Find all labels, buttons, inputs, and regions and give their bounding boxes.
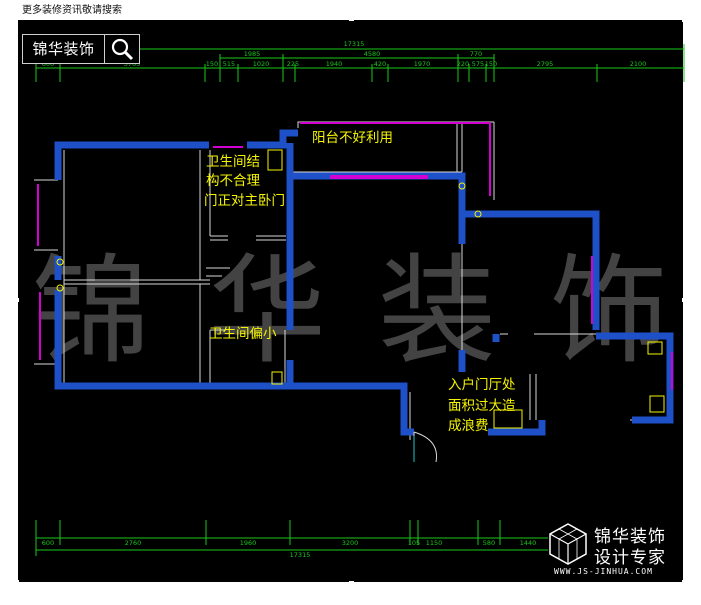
dim-label: 1940 bbox=[326, 60, 343, 68]
doors bbox=[56, 149, 665, 463]
dim-label: 105 bbox=[408, 539, 420, 547]
logo-slogan: 设计专家 bbox=[594, 548, 666, 568]
main-walls bbox=[54, 129, 674, 436]
watermark-char: 装 bbox=[378, 242, 496, 380]
dim-label: 420 bbox=[374, 60, 386, 68]
search-brand: 锦华装饰 bbox=[23, 35, 105, 63]
dim-label: 2795 bbox=[537, 60, 554, 68]
search-box[interactable]: 锦华装饰 bbox=[22, 34, 140, 64]
annotation-entrance: 面积过大造 bbox=[448, 398, 516, 414]
cube-logo-icon bbox=[549, 523, 587, 565]
annotation-bathroom-top: 卫生间结 bbox=[206, 154, 260, 170]
watermark-char: 锦 bbox=[32, 242, 150, 380]
dim-label: 770 bbox=[470, 50, 482, 58]
dim-label: 150 bbox=[206, 60, 218, 68]
dim-label: 220 bbox=[457, 60, 469, 68]
windows bbox=[37, 122, 673, 390]
dim-label: 600 bbox=[42, 539, 54, 547]
dim-label: 1960 bbox=[240, 539, 257, 547]
dim-label: 1985 bbox=[244, 50, 261, 58]
logo-url: WWW.JS-JINHUA.COM bbox=[554, 567, 653, 576]
annotation-bathroom-top: 门正对主卧门 bbox=[204, 193, 285, 209]
watermark: 锦 华 装 饰 bbox=[32, 242, 668, 380]
dim-label: 1970 bbox=[414, 60, 431, 68]
dim-label: 580 bbox=[483, 539, 495, 547]
annotations: 卫生间结 构不合理 门正对主卧门 阳台不好利用 卫生间偏小 入户门厅处 面积过大… bbox=[204, 130, 516, 434]
bottom-dimensions bbox=[35, 520, 548, 556]
dim-label: 1150 bbox=[426, 539, 443, 547]
dim-label: 600 bbox=[42, 60, 54, 68]
drawing-area bbox=[18, 20, 683, 582]
dim-label: 3200 bbox=[342, 539, 359, 547]
annotation-bathroom-top: 构不合理 bbox=[206, 173, 260, 189]
corner-marks bbox=[15, 16, 686, 586]
company-logo: 锦华装饰 设计专家 WWW.JS-JINHUA.COM bbox=[544, 520, 684, 578]
annotation-entrance: 成浪费 bbox=[448, 418, 489, 434]
dim-label: 1440 bbox=[520, 539, 537, 547]
dim-label: 3765 bbox=[124, 60, 141, 68]
banner-text: 更多装修资讯敬请搜索 bbox=[22, 5, 122, 16]
magnifier-icon[interactable] bbox=[105, 37, 139, 61]
dim-label: 225 bbox=[287, 60, 299, 68]
dim-label: 1020 bbox=[253, 60, 270, 68]
watermark-char: 华 bbox=[208, 242, 326, 380]
dim-label: 515 bbox=[223, 60, 235, 68]
dim-label: 575 bbox=[472, 60, 484, 68]
annotation-entrance: 入户门厅处 bbox=[448, 376, 516, 393]
dim-label: 17315 bbox=[344, 40, 365, 48]
annotation-bathroom-small: 卫生间偏小 bbox=[209, 326, 277, 342]
top-dimension-labels: 17315 1985 4580 770 600 3765 150 515 102… bbox=[42, 40, 646, 68]
annotation-balcony: 阳台不好利用 bbox=[312, 130, 393, 146]
dim-label: 2760 bbox=[125, 539, 142, 547]
dim-label: 150 bbox=[485, 60, 497, 68]
dim-label: 2100 bbox=[630, 60, 647, 68]
top-dimensions bbox=[35, 44, 685, 82]
dim-label: 17315 bbox=[290, 551, 311, 559]
watermark-char: 饰 bbox=[550, 242, 668, 380]
logo-name: 锦华装饰 bbox=[594, 527, 666, 547]
dim-label: 4580 bbox=[364, 50, 381, 58]
bottom-dimension-labels: 600 2760 1960 3200 105 1150 580 1440 173… bbox=[42, 539, 536, 559]
